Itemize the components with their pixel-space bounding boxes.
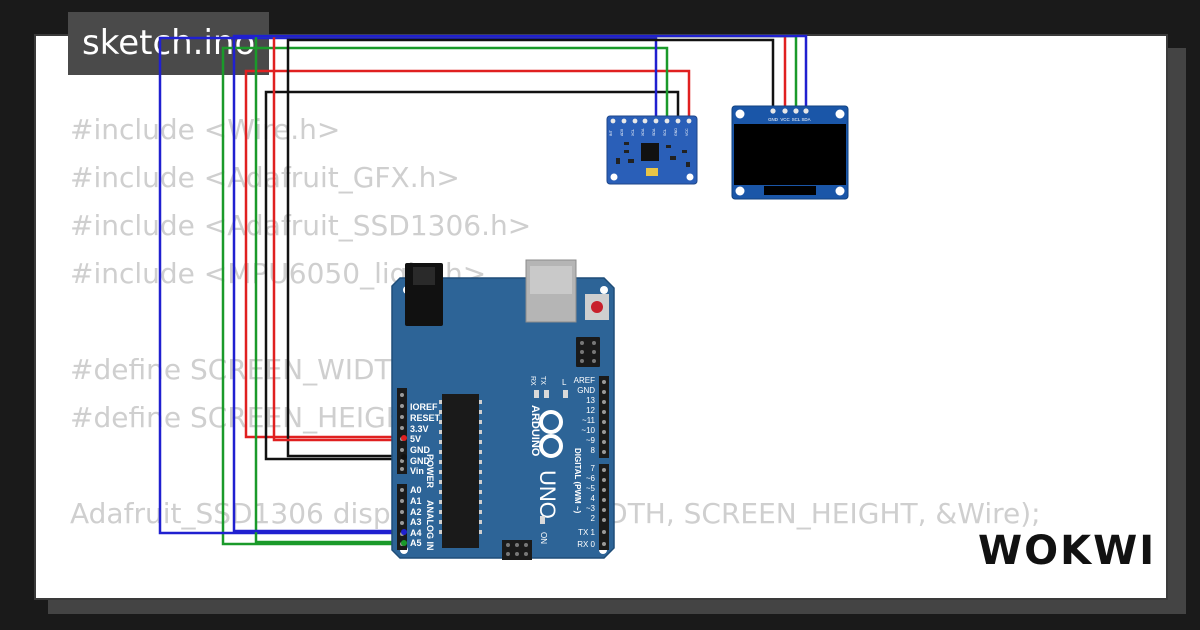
file-tab[interactable]: sketch.ino [68,12,270,75]
mpu-chip [641,143,659,161]
oled-pin-labels: GND VCC SCL SDA [768,117,810,122]
board-model: UNO [535,470,560,519]
pin-label: 4 [591,494,596,503]
pin-label: A5 [410,538,422,548]
analog-header [397,484,407,550]
pin-label: GND [410,456,431,466]
atmega-chip [442,394,479,548]
wires [158,34,808,546]
wire-endpoints [401,435,407,546]
pin-label: 12 [586,406,595,415]
mpu6050-module[interactable]: INT AD0 XCL XDA SDA SCL GND VCC [606,115,698,185]
oled-screen [734,124,846,185]
arduino-logo-text: ARDUINO [529,405,541,457]
oled-ribbon [764,186,816,195]
oled-pin-label: GND [768,117,778,122]
mpu-pin-label: SCL [663,129,667,136]
on-label: ON [539,532,548,544]
pin-label: 2 [591,514,596,523]
analog-pin-labels: A0 A1 A2 A3 A4 A5 [410,485,422,548]
oled-pin-label: VCC [780,117,789,122]
pin-label: ~9 [586,436,596,445]
mpu-pin-label: VCC [685,128,689,136]
mpu-pin-label: AD0 [620,129,624,136]
mpu-pins [610,118,692,124]
mpu-pin-label: SDA [652,128,656,136]
pin-label: ~3 [586,504,596,513]
mpu-pin-labels: INT AD0 XCL XDA SDA SCL GND VCC [609,128,689,136]
oled-pin-label: SCL [792,117,801,122]
wire-gnd-oled[interactable] [286,38,775,458]
digital-header-low [599,464,609,550]
oled-pin-label: SDA [801,117,810,122]
mpu-crystal [646,168,658,176]
arduino-logo-icon [539,410,563,458]
wire-vcc-mpu[interactable] [244,69,691,439]
analog-header-label: ANALOG IN [425,500,435,551]
arduino-uno-board[interactable]: IOREF RESET 3.3V 5V GND GND Vin POWER A0… [391,259,615,560]
power-header-label: POWER [425,454,435,489]
pin-label: AREF [574,376,595,385]
pin-label: A1 [410,496,422,506]
pin-label: GND [410,445,431,455]
code-preview: #include <Wire.h>#include <Adafruit_GFX.… [70,106,1041,538]
code-line: #include <Wire.h> [70,113,341,146]
mpu-pin-label: INT [609,129,613,136]
pin-label: 7 [591,464,596,473]
pin-label: A4 [410,528,422,538]
mpu-pin-label: XCL [631,129,635,136]
mpu-pin-label: GND [674,128,678,136]
pin-label: ~6 [586,474,596,483]
digital-header-high [599,376,609,458]
pin-label: RESET [410,413,441,423]
pin-label: 8 [591,446,596,455]
wire-scl-mpu[interactable] [221,46,669,546]
digital-header-label: DIGITAL (PWM ~) [573,448,582,514]
wire-gnd-mpu[interactable] [264,90,680,461]
pin-label: IOREF [410,402,438,412]
pin-label: A2 [410,507,422,517]
mpu-pin-label: XDA [641,128,645,136]
pin-label: GND [577,386,595,395]
pin-label: ~10 [581,426,595,435]
wokwi-logo: WOKWI [978,528,1157,574]
wire-sda-mpu[interactable] [158,36,658,535]
wire-sda-oled[interactable] [232,34,808,533]
code-line: #include <Adafruit_SSD1306.h> [70,209,532,242]
pin-label: 3.3V [410,424,429,434]
pin-label: 5V [410,434,421,444]
digital-pin-labels: AREF GND 13 12 ~11 ~10 ~9 8 7 ~6 ~5 4 ~3… [574,376,596,549]
l-led-label: L [562,378,567,387]
pin-label: ~5 [586,484,596,493]
power-pin-labels: IOREF RESET 3.3V 5V GND GND Vin [410,402,441,476]
pin-label: Vin [410,466,424,476]
pin-label: RX 0 [577,540,595,549]
pin-label: A3 [410,517,422,527]
oled-display[interactable]: GND VCC SCL SDA [731,105,849,200]
pin-label: 13 [586,396,595,405]
rx-led-label: RX [529,376,536,386]
pin-label: A0 [410,485,422,495]
pin-label: ~11 [582,416,596,425]
oled-pins [770,108,809,114]
pin-label: TX 1 [578,528,595,537]
tx-led-label: TX [539,376,546,385]
power-header [397,388,407,474]
